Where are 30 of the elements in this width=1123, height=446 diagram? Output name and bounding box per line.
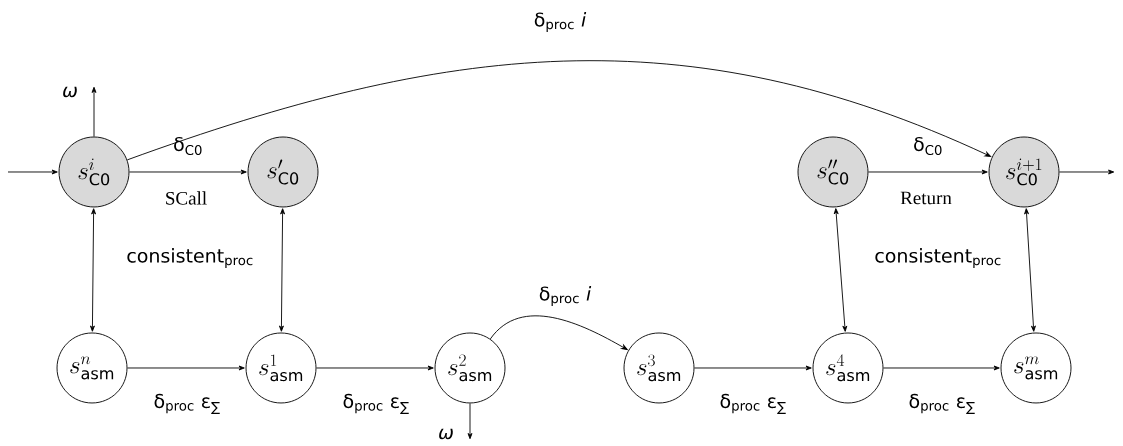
edge-label: δ$_{proc}$ ε$_{∑}$ xyxy=(343,393,409,415)
annotation-label: consistent$_{proc}$ xyxy=(127,248,253,268)
arrow xyxy=(489,315,628,351)
edge-label: δ$_{proc}$ ε$_{∑}$ xyxy=(154,393,220,415)
edge-label: δ$_{proc}$ ε$_{∑}$ xyxy=(720,393,786,415)
annotation-label: Return xyxy=(900,191,952,205)
arrow xyxy=(127,365,245,371)
arrow xyxy=(467,403,473,440)
arrow xyxy=(90,208,96,332)
arrow xyxy=(129,169,247,175)
arrow xyxy=(694,365,812,371)
edge-label: δ$_{proc}$ ε$_{∑}$ xyxy=(909,393,975,415)
arrow xyxy=(7,169,58,175)
arrow xyxy=(833,208,848,332)
edge-label: ω xyxy=(63,86,77,98)
edge-label: δ$_{C0}$ xyxy=(914,136,942,156)
arrow xyxy=(1024,208,1036,332)
annotation-label: consistent$_{proc}$ xyxy=(875,248,1001,268)
arrow xyxy=(883,365,1000,371)
edge-label: δ$_{C0}$ xyxy=(174,136,202,156)
edge-label: ω xyxy=(439,428,453,440)
annotation-label: SCall xyxy=(166,191,207,205)
arrow xyxy=(126,60,992,161)
arrow xyxy=(868,169,988,175)
edge-label: δ$_{proc}$ i xyxy=(534,12,587,32)
arrow xyxy=(316,365,434,371)
arrow xyxy=(1059,169,1115,175)
arrow xyxy=(91,86,97,137)
arrow xyxy=(279,208,285,332)
edge-label: δ$_{proc}$ i xyxy=(539,286,592,306)
